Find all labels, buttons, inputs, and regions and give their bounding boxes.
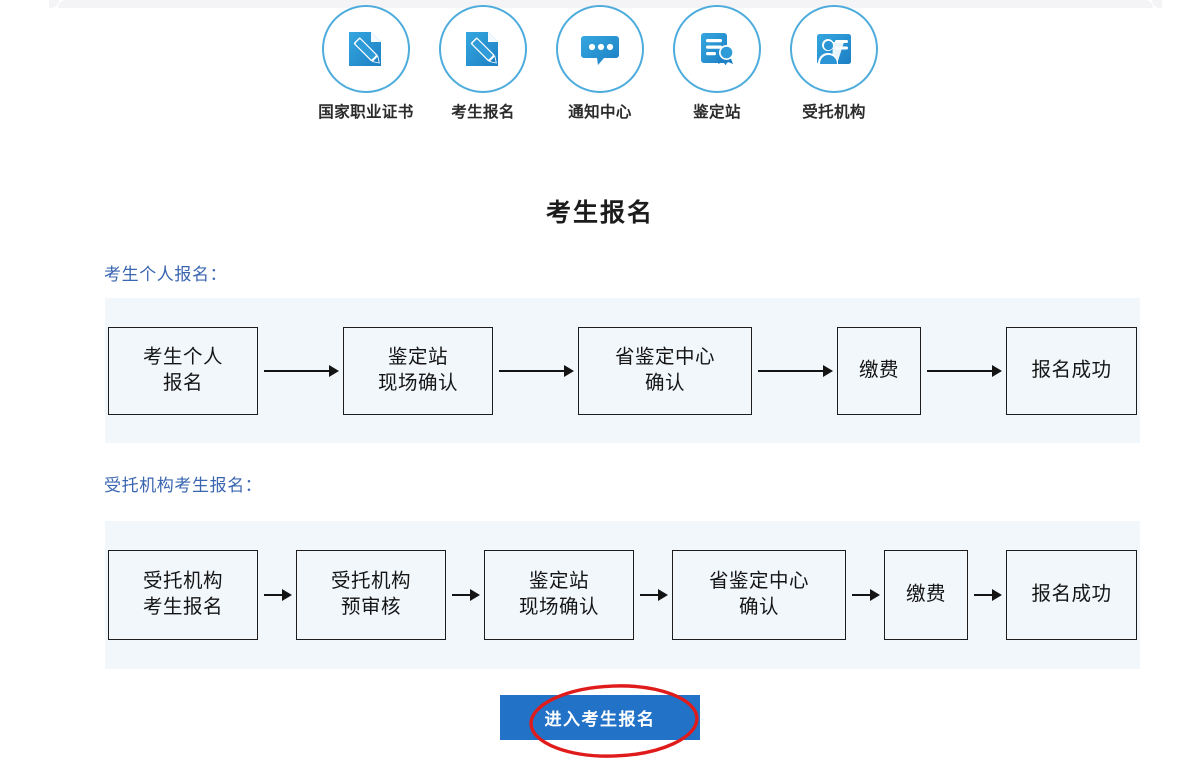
flow-node-line1: 省鉴定中心 — [708, 570, 809, 593]
nav-item-label: 通知中心 — [568, 104, 632, 121]
flow-node-line2: 现场确认 — [518, 596, 599, 618]
nav-circle — [790, 5, 878, 93]
flow-arrow-icon — [634, 588, 672, 602]
flow-node-line1: 报名成功 — [1031, 358, 1112, 381]
quick-nav-row: 国家职业证书 — [0, 5, 1200, 121]
nav-item-entrusted-institution[interactable]: 受托机构 — [788, 5, 881, 121]
section-label-entrusted: 受托机构考生报名： — [104, 476, 263, 495]
flow-node: 鉴定站 现场确认 — [484, 550, 634, 640]
flow-node: 鉴定站 现场确认 — [343, 326, 493, 415]
enter-candidate-registration-button[interactable]: 进入考生报名 — [500, 695, 700, 740]
nav-item-national-certificate[interactable]: 国家职业证书 — [318, 5, 414, 121]
nav-item-label: 受托机构 — [802, 104, 866, 121]
id-card-person-icon — [809, 24, 859, 74]
flow-node-line1: 省鉴定中心 — [614, 345, 715, 368]
flow-node: 受托机构 考生报名 — [108, 550, 258, 640]
flow-diagram-personal: 考生个人 报名 鉴定站 现场确认 省鉴定中心 确认 缴费 — [105, 298, 1140, 443]
flow-arrow-icon — [446, 588, 484, 602]
browser-active-tab[interactable] — [49, 0, 1162, 8]
flow-node-line1: 考生个人 — [142, 345, 223, 368]
flow-arrow-icon — [752, 364, 837, 378]
flow-node: 报名成功 — [1006, 550, 1137, 640]
flow-node-line2: 报名 — [162, 371, 203, 394]
flow-node-line2: 考生报名 — [142, 596, 223, 618]
nav-item-notification-center[interactable]: 通知中心 — [554, 5, 647, 121]
flow-node-line2: 确认 — [738, 596, 779, 618]
nav-item-candidate-registration[interactable]: 考生报名 — [437, 5, 530, 121]
flow-node-line1: 鉴定站 — [387, 345, 448, 368]
nav-circle — [673, 5, 761, 93]
page-canvas: 国家职业证书 — [0, 5, 1200, 758]
flow-node-line1: 受托机构 — [330, 570, 411, 593]
flow-arrow-icon — [921, 364, 1006, 378]
flow-node-line2: 确认 — [644, 371, 685, 394]
nav-item-appraisal-station[interactable]: 鉴定站 — [671, 5, 764, 121]
flow-node: 省鉴定中心 确认 — [578, 326, 752, 415]
flow-arrow-icon — [258, 364, 343, 378]
nav-item-label: 国家职业证书 — [318, 104, 414, 121]
flow-node: 缴费 — [884, 550, 968, 640]
flow-node-line2: 预审核 — [340, 596, 401, 618]
flow-node-line1: 鉴定站 — [528, 570, 589, 593]
flow-node-line1: 缴费 — [905, 583, 946, 606]
flow-diagram-entrusted: 受托机构 考生报名 受托机构 预审核 鉴定站 现场确认 — [105, 521, 1140, 669]
document-pencil-icon — [458, 24, 508, 74]
nav-circle — [556, 5, 644, 93]
flow-arrow-icon — [968, 588, 1006, 602]
flow-arrow-icon — [493, 364, 578, 378]
nav-item-label: 考生报名 — [451, 104, 515, 121]
document-pencil-icon — [341, 24, 391, 74]
flow-node: 考生个人 报名 — [108, 326, 258, 415]
flow-node-line2: 现场确认 — [377, 371, 458, 394]
nav-item-label: 鉴定站 — [693, 104, 741, 121]
flow-node-line1: 报名成功 — [1031, 583, 1112, 606]
speech-bubble-dots-icon — [575, 24, 625, 74]
nav-circle — [439, 5, 527, 93]
flow-node-line1: 缴费 — [858, 358, 899, 381]
flow-node: 省鉴定中心 确认 — [672, 550, 846, 640]
flow-arrow-icon — [258, 588, 296, 602]
section-label-personal: 考生个人报名： — [104, 265, 228, 284]
flow-node: 受托机构 预审核 — [296, 550, 446, 640]
flow-node: 缴费 — [837, 326, 921, 415]
flow-node: 报名成功 — [1006, 326, 1137, 415]
flow-arrow-icon — [846, 588, 884, 602]
nav-circle — [322, 5, 410, 93]
flow-node-line1: 受托机构 — [142, 570, 223, 593]
page-title: 考生报名 — [545, 199, 654, 227]
certificate-ribbon-icon — [692, 24, 742, 74]
cta-container: 进入考生报名 — [0, 695, 1200, 740]
